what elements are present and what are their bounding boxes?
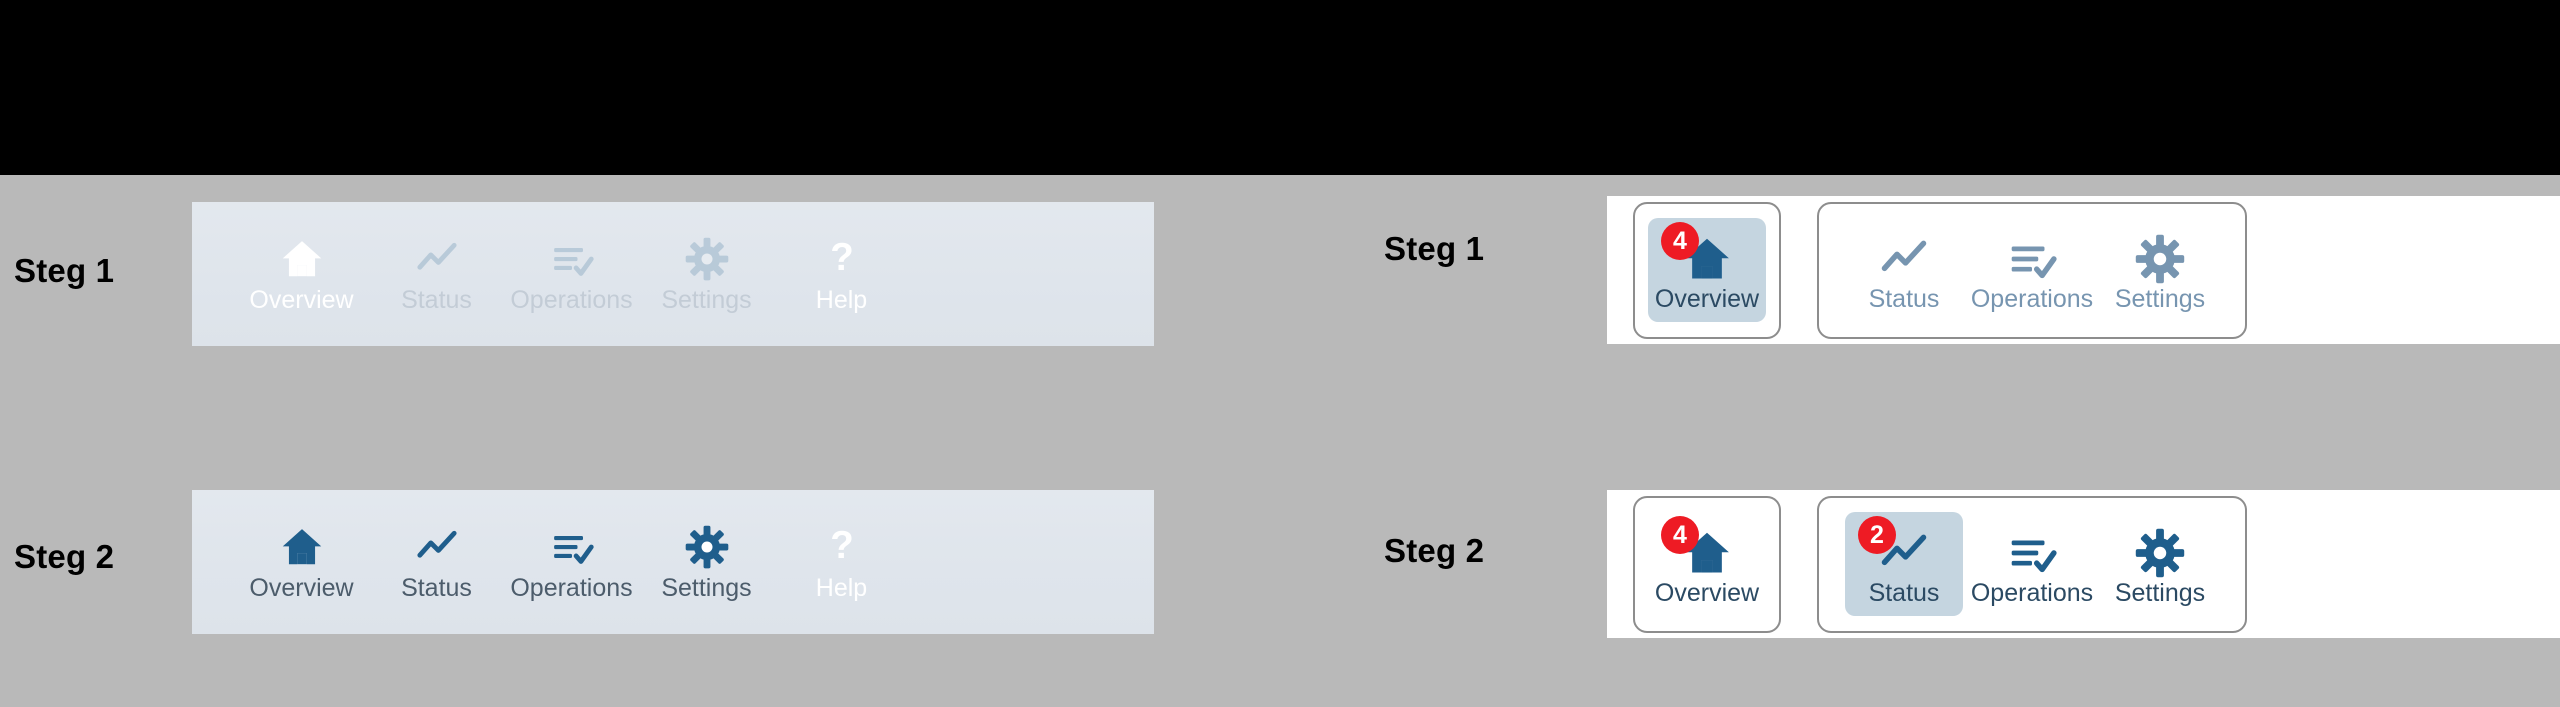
toolbar-item-help[interactable]: ? Help [774,236,909,313]
toolbar-item-label: Status [401,285,472,314]
gear-icon [2135,522,2185,578]
trend-line-icon [415,236,459,282]
trend-line-icon [415,524,459,570]
left-step1-label: Steg 1 [14,252,115,289]
right-step2-label: Steg 2 [1384,532,1485,569]
toolbar-item-label: Settings [661,285,752,314]
toolbar-item-label: Operations [510,573,633,602]
checklist-icon [2007,522,2057,578]
nav-button-label: Settings [2114,579,2206,607]
nav-button-label: Operations [1970,285,2094,313]
checklist-icon [550,524,594,570]
nav-button-label: Status [1868,579,1940,607]
svg-text:?: ? [830,525,854,567]
home-icon [280,524,324,570]
nav-button-label: Status [1868,285,1940,313]
toolbar-item-help[interactable]: ? Help [774,524,909,601]
gear-icon [685,524,729,570]
svg-text:?: ? [830,237,854,279]
question-icon: ? [820,524,864,570]
notification-badge: 4 [1661,516,1699,554]
nav-group-tile: Status Operations Settings [1817,201,2247,339]
toolbar-item-label: Help [815,285,868,314]
left-step2-label: Steg 2 [14,538,115,575]
gear-icon [2135,228,2185,284]
toolbar-item-overview[interactable]: Overview [234,236,369,313]
left-toolbar-step2[interactable]: Overview Status Operations Settings? Help [192,490,1154,634]
trend-line-icon [1879,228,1929,284]
toolbar-item-operations[interactable]: Operations [504,524,639,601]
toolbar-item-label: Overview [249,573,354,602]
toolbar-item-label: Status [401,573,472,602]
trend-line-icon [1879,522,1929,578]
nav-button-settings[interactable]: Settings [2101,218,2219,322]
toolbar-item-label: Overview [249,285,354,314]
toolbar-item-settings[interactable]: Settings [639,524,774,601]
toolbar-item-label: Help [815,573,868,602]
nav-button-operations[interactable]: Operations [1970,512,2094,616]
right-step1-label: Steg 1 [1384,230,1485,267]
home-icon [280,236,324,282]
notification-badge: 4 [1661,222,1699,260]
nav-button-label: Overview [1654,579,1760,607]
toolbar-item-operations[interactable]: Operations [504,236,639,313]
checklist-icon [2007,228,2057,284]
question-icon: ? [820,236,864,282]
gear-icon [685,236,729,282]
toolbar-item-settings[interactable]: Settings [639,236,774,313]
toolbar-item-label: Settings [661,573,752,602]
checklist-icon [550,236,594,282]
left-toolbar-step1[interactable]: Overview Status Operations Settings? Help [192,202,1154,346]
top-black-band [0,0,2560,175]
nav-button-label: Overview [1654,285,1760,313]
toolbar-item-status[interactable]: Status [369,524,504,601]
notification-badge: 2 [1858,516,1896,554]
nav-button-operations[interactable]: Operations [1970,218,2094,322]
toolbar-item-status[interactable]: Status [369,236,504,313]
toolbar-item-label: Operations [510,285,633,314]
nav-button-status[interactable]: Status [1845,218,1963,322]
toolbar-item-overview[interactable]: Overview [234,524,369,601]
nav-button-settings[interactable]: Settings [2101,512,2219,616]
nav-button-label: Operations [1970,579,2094,607]
nav-button-label: Settings [2114,285,2206,313]
